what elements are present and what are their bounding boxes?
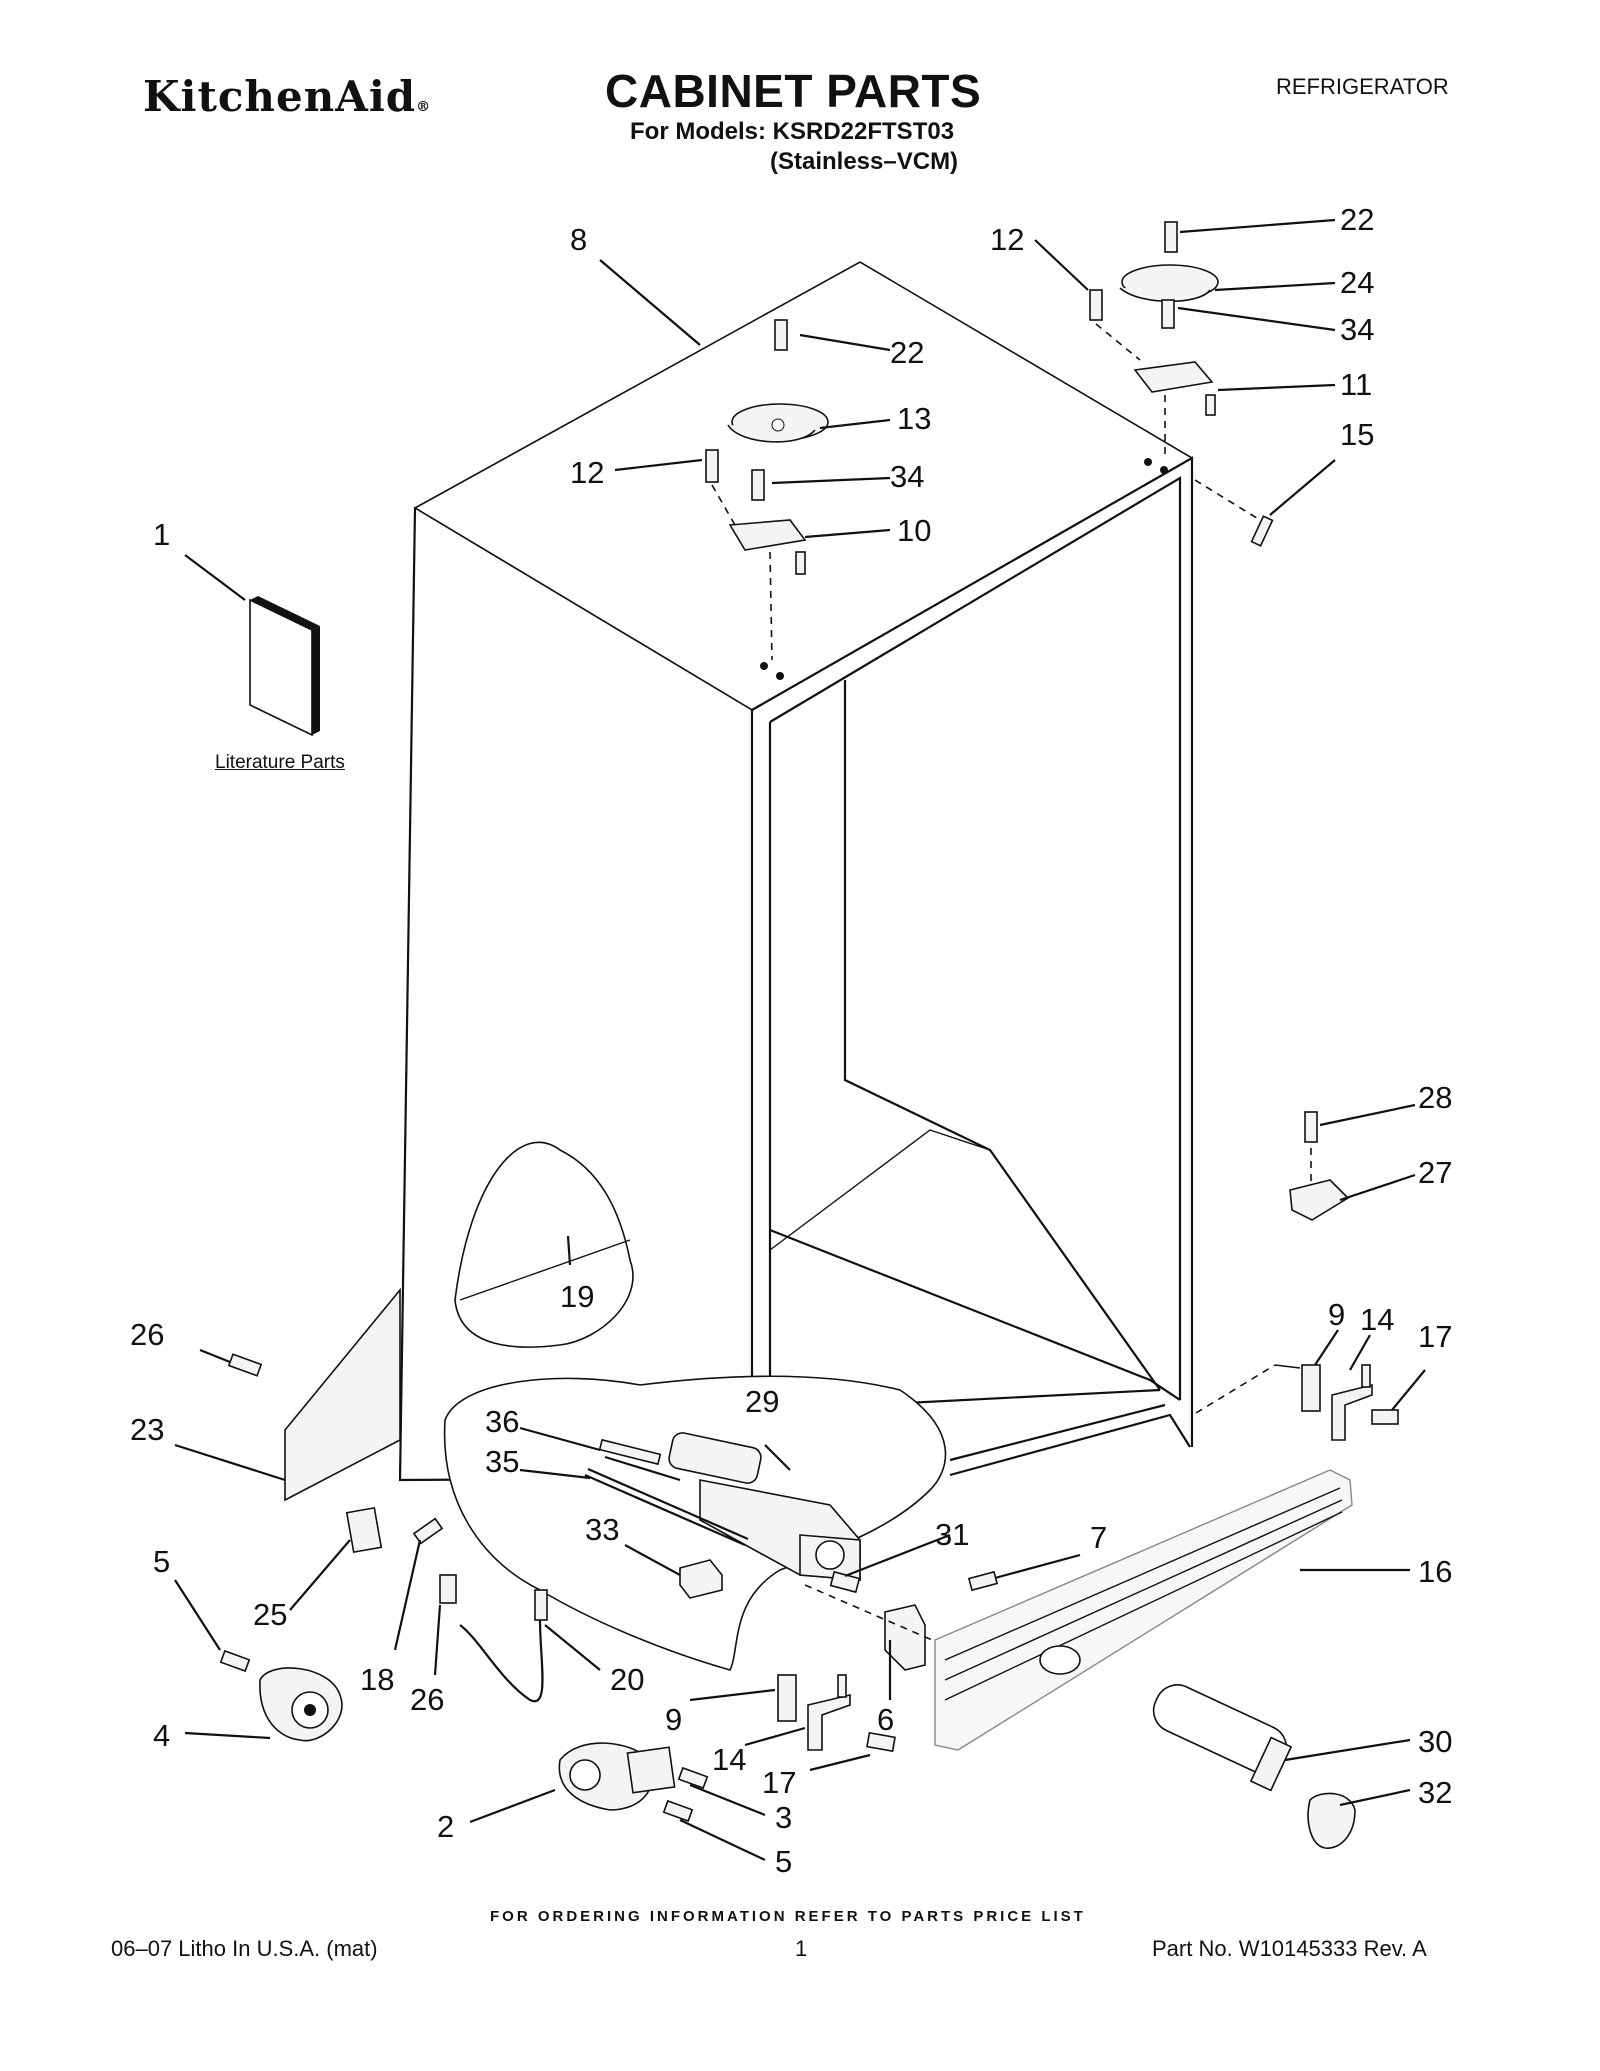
callout-9-right: 9 (1328, 1297, 1345, 1332)
upper-hinge-left-group (705, 319, 829, 661)
literature-parts-label: Literature Parts (215, 752, 345, 773)
callout-10: 10 (897, 513, 931, 548)
callout-17-right: 17 (1418, 1319, 1452, 1354)
cutaway-area-19 (454, 1141, 634, 1348)
callout-20: 20 (610, 1662, 644, 1697)
callout-35: 35 (485, 1444, 519, 1479)
callout-6: 6 (877, 1702, 894, 1737)
callout-31: 31 (935, 1517, 969, 1552)
water-filter-housing-group (584, 1432, 861, 1599)
callout-5-left: 5 (153, 1544, 170, 1579)
callout-13: 13 (897, 401, 931, 436)
literature-booklet (249, 596, 320, 737)
callout-7: 7 (1090, 1520, 1107, 1555)
callout-12-left: 12 (570, 455, 604, 490)
callout-26-left: 26 (130, 1317, 164, 1352)
callout-17-bottom: 17 (762, 1765, 796, 1800)
callout-23: 23 (130, 1412, 164, 1447)
leader-lines (174, 218, 1426, 1861)
callout-34-left: 34 (890, 459, 924, 494)
callout-3: 3 (775, 1800, 792, 1835)
callout-36: 36 (485, 1404, 519, 1439)
part-number: Part No. W10145333 Rev. A (1152, 1936, 1427, 1961)
model-number-line: For Models: KSRD22FTST03 (630, 118, 955, 145)
brand-logo: KitchenAid® (143, 72, 431, 121)
front-roller-left-group (219, 1506, 444, 1742)
water-tube-group (439, 1574, 548, 1703)
page-number: 1 (795, 1936, 808, 1961)
callout-16: 16 (1418, 1554, 1452, 1589)
callout-33: 33 (585, 1512, 619, 1547)
callout-2: 2 (437, 1809, 454, 1844)
callout-28: 28 (1418, 1080, 1452, 1115)
callout-24: 24 (1340, 265, 1374, 300)
callout-14-bottom: 14 (712, 1742, 746, 1777)
callout-9-bottom: 9 (665, 1702, 682, 1737)
callout-8: 8 (570, 222, 587, 257)
callout-4: 4 (153, 1718, 170, 1753)
callout-34-right: 34 (1340, 312, 1374, 347)
callout-32: 32 (1418, 1775, 1452, 1810)
upper-hinge-right-group (1089, 221, 1274, 547)
callout-18: 18 (360, 1662, 394, 1697)
callout-14-right: 14 (1360, 1302, 1394, 1337)
callout-27: 27 (1418, 1155, 1452, 1190)
lower-hinge-right-group (1195, 1364, 1399, 1441)
callout-19: 19 (560, 1279, 594, 1314)
page-title: CABINET PARTS (605, 65, 982, 117)
callout-30: 30 (1418, 1724, 1452, 1759)
litho-line: 06–07 Litho In U.S.A. (mat) (111, 1936, 378, 1961)
callout-5-bottom: 5 (775, 1844, 792, 1879)
appliance-category: REFRIGERATOR (1276, 74, 1449, 99)
hinge-pin-group-27-28 (1289, 1111, 1350, 1221)
ordering-note: FOR ORDERING INFORMATION REFER TO PARTS … (490, 1908, 1086, 1925)
callout-15: 15 (1340, 417, 1374, 452)
front-roller-right-group (558, 1584, 991, 1823)
callout-26-bottom: 26 (410, 1682, 444, 1717)
callout-25: 25 (253, 1597, 287, 1632)
callout-22-right: 22 (1340, 202, 1374, 237)
brand-name: KitchenAid (143, 72, 417, 121)
callout-29: 29 (745, 1384, 779, 1419)
registered-mark: ® (416, 99, 432, 115)
side-grille-group (227, 1287, 401, 1502)
callout-1: 1 (153, 517, 170, 552)
callout-11: 11 (1340, 367, 1372, 402)
base-grille-group (934, 1469, 1356, 1849)
callout-12-right: 12 (990, 222, 1024, 257)
model-variant-line: (Stainless–VCM) (770, 148, 959, 175)
callout-22-left: 22 (890, 335, 924, 370)
callout-number-group: 1 2 3 4 5 5 6 7 8 9 9 10 11 12 12 13 14 … (130, 202, 1452, 1879)
